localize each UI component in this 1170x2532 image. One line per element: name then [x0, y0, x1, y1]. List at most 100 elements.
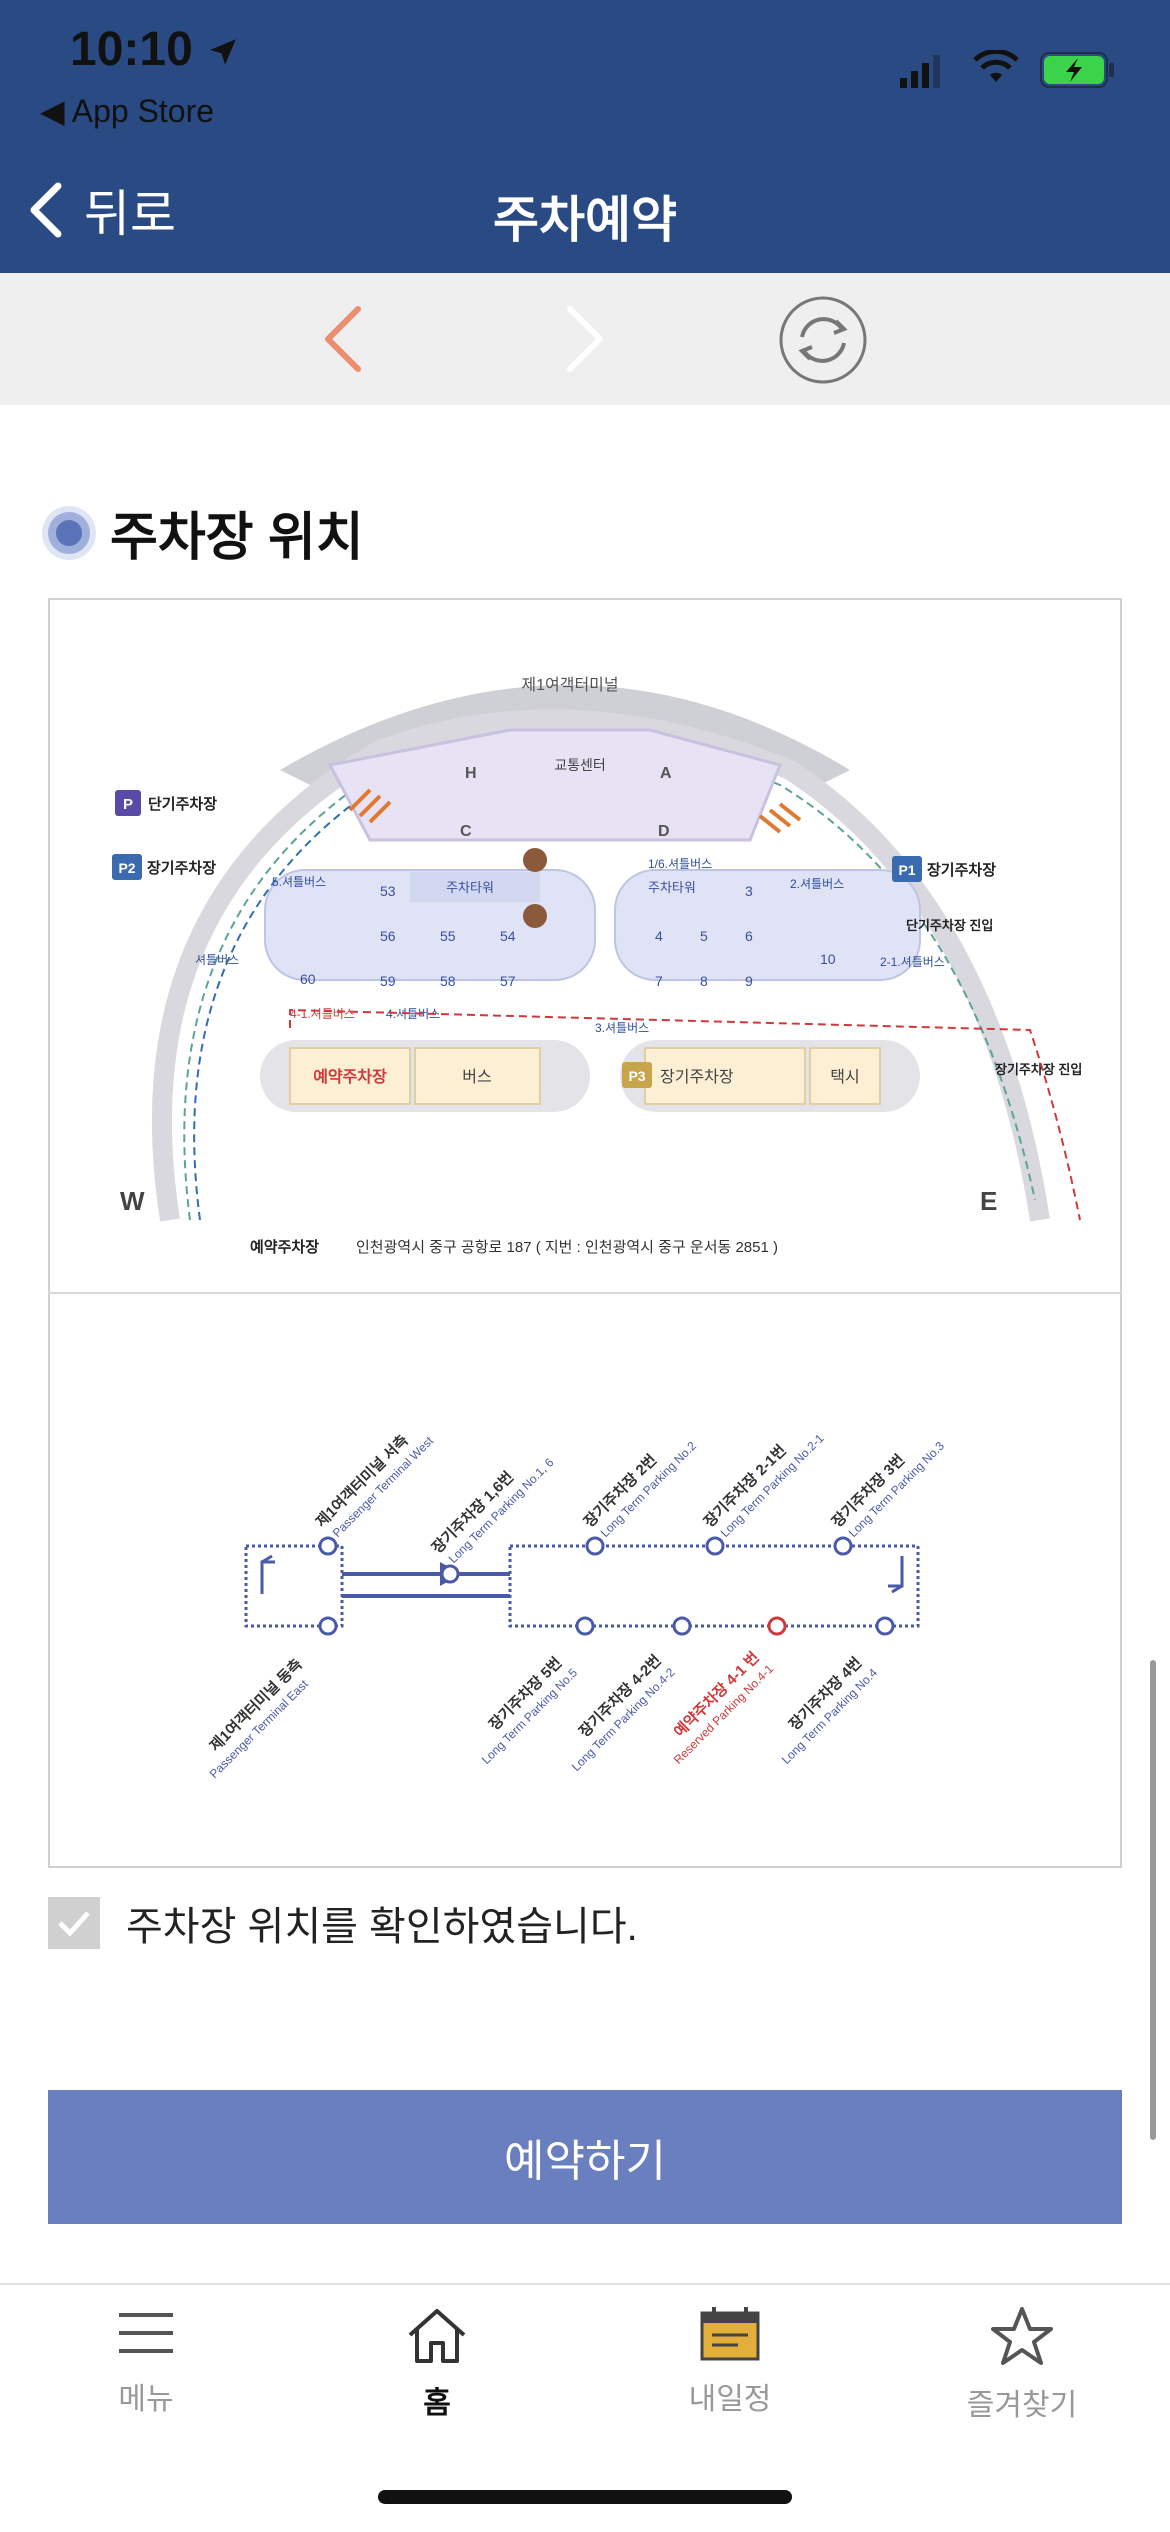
lot-10: 10	[820, 951, 836, 967]
ring-road	[151, 709, 1050, 1222]
confirm-label: 주차장 위치를 확인하였습니다.	[126, 1905, 638, 1949]
p3-lot	[644, 1047, 806, 1105]
route-main-loop	[508, 1544, 920, 1628]
bus-stop-1-6: 1/6.셔틀버스	[648, 857, 712, 871]
p2-badge-label: P2	[118, 860, 135, 876]
lot-55: 55	[440, 928, 456, 944]
back-to-app-store[interactable]: ◀ App Store	[40, 93, 215, 129]
status-bar: 10:10 ◀ App Store	[0, 0, 1170, 150]
tab-favorites[interactable]: 즐겨찾기	[922, 2305, 1122, 2424]
lot-9: 9	[745, 973, 753, 989]
stop-label-reserved-4-1: 예약주차장 4-1 번 Reserved Parking No.4-1	[670, 1648, 776, 1767]
taxi-lot	[809, 1047, 881, 1105]
stop-label-long-term-4: 장기주차장 4번 Long Term Parking No.4	[779, 1654, 880, 1767]
calendar-icon	[700, 2307, 760, 2361]
taxi-label: 택시	[830, 1068, 859, 1086]
tab-favorites-label: 즐겨찾기	[966, 2389, 1078, 2422]
battery-icon	[1040, 52, 1114, 88]
reserve-button[interactable]: 예약하기	[48, 2090, 1122, 2224]
confirm-location-row[interactable]: 주차장 위치를 확인하였습니다.	[48, 1894, 638, 1952]
reserved-route	[289, 1008, 1081, 1221]
stop-reserved-4-1	[767, 1616, 787, 1636]
shuttle-route-diagram: 제1여객터미널 서측 Passenger Terminal West 장기주차장…	[206, 1431, 947, 1781]
lot-59: 59	[380, 973, 396, 989]
compass-east: E	[980, 1186, 997, 1216]
bus-stop-shuttle: 셔틀버스	[195, 953, 239, 967]
stop-long-term-2-1	[705, 1536, 725, 1556]
p2-badge	[112, 854, 142, 880]
stop-label-long-term-2: 장기주차장 2번 Long Term Parking No.2	[580, 1439, 699, 1540]
p3-badge-label: P3	[628, 1068, 645, 1084]
reserved-lot-label: 예약주차장	[313, 1067, 387, 1086]
p2-long-term-label: 장기주차장	[147, 859, 216, 877]
short-term-label: 단기주차장	[148, 795, 217, 813]
bus-lot	[414, 1047, 541, 1105]
tab-schedule-label: 내일정	[688, 2383, 772, 2416]
reserved-lot	[289, 1047, 411, 1105]
lot-6: 6	[745, 928, 753, 944]
zone-a: A	[660, 765, 672, 782]
p1-long-term-label: 장기주차장	[927, 861, 996, 879]
lot-57: 57	[500, 973, 516, 989]
lot-54: 54	[500, 928, 516, 944]
stop-label-long-term-1-6: 장기주차장 1,6번 Long Term Parking No.1, 6	[428, 1455, 557, 1566]
location-pin-icon	[523, 904, 547, 928]
parking-location-map: 제1여객터미널 교통센터 H A C D 주차타워 53 56 55 54 59…	[112, 676, 1082, 1256]
location-arrow-icon	[210, 39, 236, 66]
zone-h: H	[465, 765, 477, 782]
compass-west: W	[120, 1186, 145, 1216]
address-label: 예약주차장	[250, 1238, 319, 1256]
wifi-icon	[973, 50, 1019, 82]
bus-stop-2-1: 2-1.셔틀버스	[880, 955, 945, 969]
menu-icon	[119, 2313, 173, 2353]
stop-label-terminal-east: 제1여객터미널 동측 Passenger Terminal East	[206, 1655, 311, 1781]
lot-5: 5	[700, 928, 708, 944]
bus-lot-label: 버스	[462, 1068, 491, 1086]
scrollbar[interactable]	[1150, 1660, 1156, 2140]
p1-badge	[892, 856, 922, 882]
browser-forward-icon[interactable]	[560, 303, 610, 375]
tab-home[interactable]: 홈	[337, 2305, 537, 2422]
terminal-building	[280, 685, 850, 790]
zone-d: D	[658, 823, 670, 840]
stop-long-term-3	[833, 1536, 853, 1556]
parking-tower-right-label: 주차타워	[648, 880, 696, 895]
address-text: 인천광역시 중구 공항로 187 ( 지번 : 인천광역시 중구 운서동 285…	[356, 1239, 778, 1256]
return-arrow-icon	[888, 1556, 904, 1594]
short-entry-label: 단기주차장 진입	[906, 918, 993, 933]
refresh-icon[interactable]	[778, 295, 868, 385]
stop-label-long-term-2-1: 장기주차장 2-1번 Long Term Parking No.2-1	[700, 1431, 827, 1540]
section-title: 주차장 위치	[48, 495, 364, 570]
p-badge	[115, 790, 141, 816]
back-button[interactable]: 뒤로	[24, 170, 176, 250]
lot-8: 8	[700, 973, 708, 989]
lot-7: 7	[655, 973, 663, 989]
confirm-checkbox[interactable]	[48, 1897, 100, 1949]
stop-label-long-term-3: 장기주차장 3번 Long Term Parking No.3	[828, 1439, 947, 1540]
page-title: 주차예약	[493, 192, 677, 248]
bullet-icon	[48, 511, 90, 554]
p1-badge-label: P1	[898, 862, 915, 878]
chevron-icon	[758, 802, 802, 834]
stop-label-long-term-5: 장기주차장 5번 Long Term Parking No.5	[479, 1654, 580, 1767]
parking-tower-left	[410, 872, 540, 902]
lot-4: 4	[655, 928, 663, 944]
tab-schedule[interactable]: 내일정	[630, 2305, 830, 2418]
lot-3: 3	[745, 883, 753, 899]
return-arrow-icon	[260, 1554, 275, 1594]
bus-stop-5: 5.셔틀버스	[272, 875, 326, 889]
lot-60: 60	[300, 971, 316, 987]
browser-back-icon[interactable]	[318, 303, 368, 375]
map-divider	[48, 1292, 1122, 1294]
tab-menu-label: 메뉴	[118, 2383, 174, 2416]
stop-long-term-4	[875, 1616, 895, 1636]
parking-map: 제1여객터미널 교통센터 H A C D 주차타워 53 56 55 54 59…	[48, 598, 1122, 1868]
star-icon	[991, 2307, 1053, 2365]
transport-center-label: 교통센터	[554, 757, 606, 773]
blue-route	[193, 774, 396, 1221]
p-badge-label: P	[123, 796, 133, 813]
chevron-left-icon	[30, 182, 62, 238]
tab-menu[interactable]: 메뉴	[46, 2305, 246, 2418]
terminal-label: 제1여객터미널	[521, 676, 618, 694]
lot-53: 53	[380, 883, 396, 899]
